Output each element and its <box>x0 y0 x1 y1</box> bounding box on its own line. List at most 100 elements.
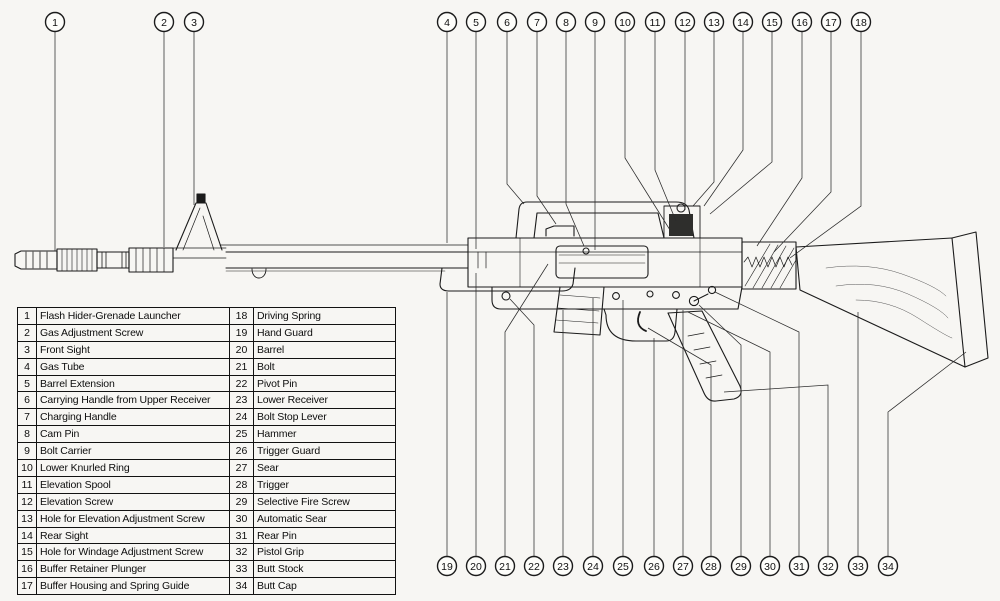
callout-number: 19 <box>441 561 453 573</box>
callout-circle <box>732 11 754 33</box>
callout-7: 7 <box>526 11 548 33</box>
callout-4: 4 <box>436 11 458 33</box>
leader-line-17 <box>773 32 832 253</box>
leader-line-14 <box>703 32 744 207</box>
front-sight-inner-lines <box>183 208 214 250</box>
callout-circle <box>555 11 577 33</box>
callout-circle <box>817 555 839 577</box>
callout-circle <box>674 11 696 33</box>
callout-number: 8 <box>563 17 569 29</box>
part-name-cell: Driving Spring <box>254 308 396 325</box>
part-number-cell: 27 <box>230 460 254 477</box>
pivot-pin <box>502 292 510 300</box>
callout-circle <box>526 11 548 33</box>
part-name-cell: Cam Pin <box>37 426 230 444</box>
callout-circle <box>644 11 666 33</box>
part-name-cell: Charging Handle <box>37 409 230 427</box>
part-name-cell: Hammer <box>254 426 396 444</box>
callout-circle <box>523 555 545 577</box>
callout-circle <box>761 11 783 33</box>
part-name-cell: Elevation Spool <box>37 476 230 494</box>
callout-23: 23 <box>552 555 574 577</box>
part-name-cell: Automatic Sear <box>254 510 396 528</box>
callout-17: 17 <box>820 11 842 33</box>
callout-number: 5 <box>473 17 479 29</box>
callout-number: 10 <box>619 17 631 29</box>
part-name-cell: Butt Stock <box>254 561 396 579</box>
callout-6: 6 <box>496 11 518 33</box>
carrying-handle-inner <box>534 213 664 238</box>
part-name-cell: Selective Fire Screw <box>254 493 396 511</box>
part-number-cell: 34 <box>230 578 254 596</box>
part-name-cell: Sear <box>254 460 396 477</box>
upper-receiver <box>468 238 742 287</box>
callout-32: 32 <box>817 555 839 577</box>
callout-number: 4 <box>444 17 450 29</box>
part-number-cell: 15 <box>18 544 37 562</box>
leader-line-34 <box>887 351 967 556</box>
callout-34: 34 <box>877 555 899 577</box>
leader-line-10 <box>624 32 671 231</box>
part-number-cell: 13 <box>18 510 37 528</box>
selector-screw <box>689 296 698 305</box>
sear-pin <box>647 291 653 297</box>
part-number-cell: 22 <box>230 375 254 393</box>
part-name-cell: Barrel <box>254 341 396 359</box>
part-number-cell: 26 <box>230 443 254 461</box>
callout-number: 17 <box>825 17 837 29</box>
callout-3: 3 <box>183 11 205 33</box>
butt-cap <box>952 232 988 367</box>
part-name-cell: Lower Knurled Ring <box>37 460 230 477</box>
receiver-seams <box>520 238 700 287</box>
part-number-cell: 33 <box>230 561 254 579</box>
callout-number: 12 <box>679 17 691 29</box>
callout-number: 3 <box>191 17 197 29</box>
selector-lever <box>694 294 708 301</box>
callout-circle <box>700 555 722 577</box>
front-sling-swivel <box>252 269 266 278</box>
barrel-extension <box>478 252 486 268</box>
part-name-cell: Trigger <box>254 476 396 494</box>
callout-circle <box>877 555 899 577</box>
part-name-cell: Rear Sight <box>37 527 230 545</box>
callout-number: 25 <box>617 561 629 573</box>
callout-circle <box>759 555 781 577</box>
stock-grain-3 <box>856 300 952 338</box>
callout-11: 11 <box>644 11 666 33</box>
callout-16: 16 <box>791 11 813 33</box>
part-name-cell: Elevation Screw <box>37 493 230 511</box>
flash-hider-slots <box>26 252 47 268</box>
rear-sight-housing <box>664 206 700 238</box>
callout-18: 18 <box>850 11 872 33</box>
leader-line-18 <box>789 32 862 259</box>
callout-2: 2 <box>153 11 175 33</box>
leader-line-13 <box>692 32 715 207</box>
part-number-cell: 17 <box>18 578 37 596</box>
part-name-cell: Buffer Housing and Spring Guide <box>37 578 230 596</box>
part-number-cell: 1 <box>18 308 37 325</box>
part-number-cell: 19 <box>230 324 254 342</box>
leader-line-7 <box>536 32 557 225</box>
callout-circle <box>791 11 813 33</box>
collar-rings <box>102 252 126 268</box>
part-number-cell: 5 <box>18 375 37 393</box>
part-name-cell: Rear Pin <box>254 527 396 545</box>
callout-number: 9 <box>592 17 598 29</box>
callout-circle <box>788 555 810 577</box>
callout-number: 28 <box>705 561 717 573</box>
callout-number: 20 <box>470 561 482 573</box>
buffer-hatching <box>745 244 796 288</box>
callout-21: 21 <box>494 555 516 577</box>
front-sight-base <box>173 248 226 258</box>
part-name-cell: Flash Hider-Grenade Launcher <box>37 308 230 325</box>
leader-line-31 <box>714 291 800 556</box>
barrel <box>226 252 468 268</box>
leader-line-16 <box>756 32 803 247</box>
carrying-handle <box>516 202 694 238</box>
callout-13: 13 <box>703 11 725 33</box>
part-name-cell: Pistol Grip <box>254 544 396 562</box>
callout-number: 24 <box>587 561 599 573</box>
callout-circle <box>847 555 869 577</box>
